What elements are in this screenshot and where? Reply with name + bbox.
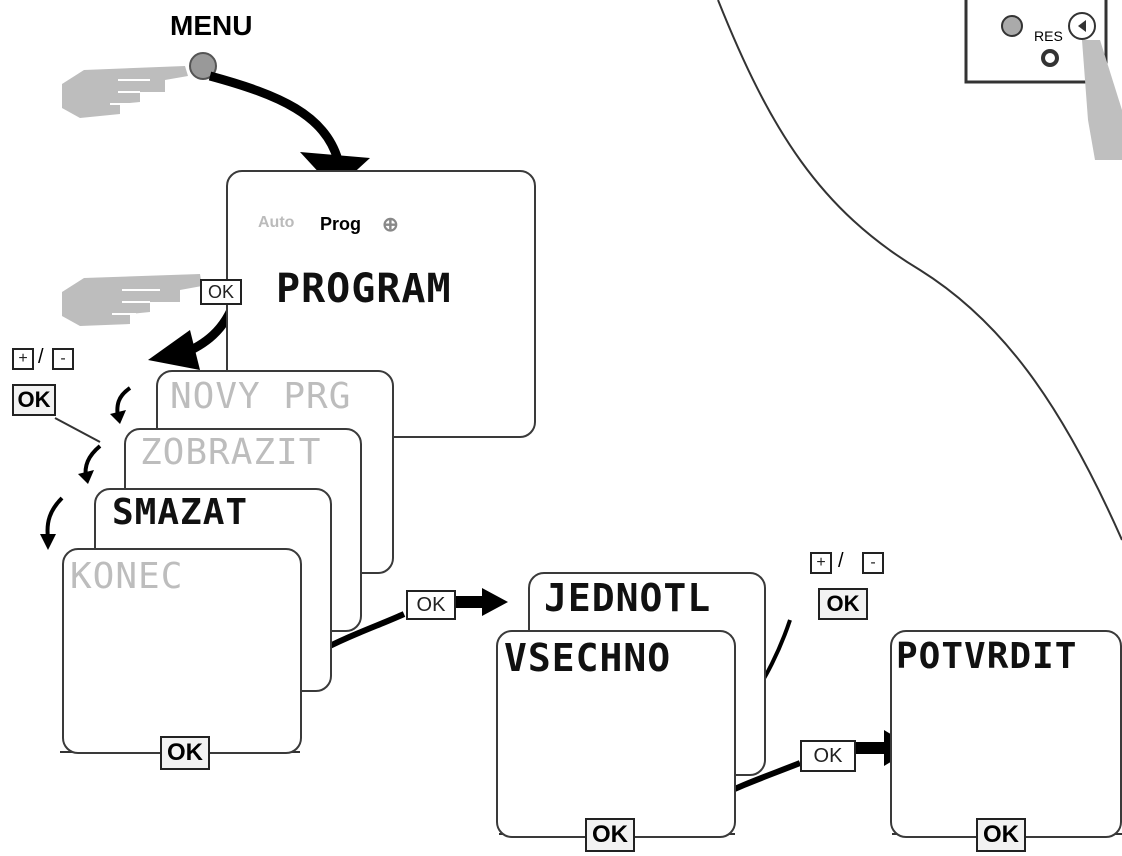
scroll-arrow-3 (45, 496, 64, 539)
plus-key-2[interactable]: + (810, 552, 832, 574)
delete-item-jednotl: JEDNOTL (544, 576, 712, 620)
ok-key-stack[interactable]: OK (160, 736, 210, 770)
ok-key-thin-1[interactable]: OK (200, 279, 242, 305)
stack-item-konec: KONEC (70, 556, 184, 597)
ok-key-right-top[interactable]: OK (818, 588, 868, 620)
reset-button-icon (1041, 49, 1059, 67)
finger-icon (1082, 40, 1122, 160)
clock-icon: ⊕ (382, 214, 399, 236)
ok-key-delete[interactable]: OK (585, 818, 635, 852)
stack-item-smazat: SMAZAT (112, 492, 249, 533)
ok-key-thin-2[interactable]: OK (406, 590, 456, 620)
mode-prog: Prog (320, 214, 362, 234)
minus-key[interactable]: - (52, 348, 74, 370)
round-button-icon (1001, 15, 1023, 37)
delete-screen-2 (496, 630, 736, 838)
slash-separator: / (38, 346, 44, 368)
menu-button-icon (189, 52, 217, 80)
menu-hand-icon (62, 66, 188, 118)
stack-item-novy-prg: NOVY PRG (170, 376, 352, 417)
program-title: PROGRAM (276, 266, 452, 312)
stack-screen-4 (62, 548, 302, 754)
ok-key-confirm[interactable]: OK (976, 818, 1026, 852)
ok-hand-icon (62, 274, 202, 326)
mode-auto: Auto (258, 214, 295, 231)
device-outline-curve (717, 0, 1122, 541)
minus-key-2[interactable]: - (862, 552, 884, 574)
device-corner (964, 0, 1122, 160)
ok-key-left[interactable]: OK (12, 384, 56, 416)
menu-label: MENU (170, 10, 253, 41)
ok-key-thin-3[interactable]: OK (800, 740, 856, 772)
stack-item-zobrazit: ZOBRAZIT (140, 432, 322, 473)
res-label: RES (1034, 28, 1063, 44)
plus-key[interactable]: + (12, 348, 34, 370)
slash-separator-2: / (838, 550, 844, 572)
confirm-title: POTVRDIT (896, 636, 1078, 677)
confirm-screen (890, 630, 1122, 838)
arrow-menu-to-program (208, 71, 343, 162)
delete-item-vsechno: VSECHNO (504, 636, 672, 680)
